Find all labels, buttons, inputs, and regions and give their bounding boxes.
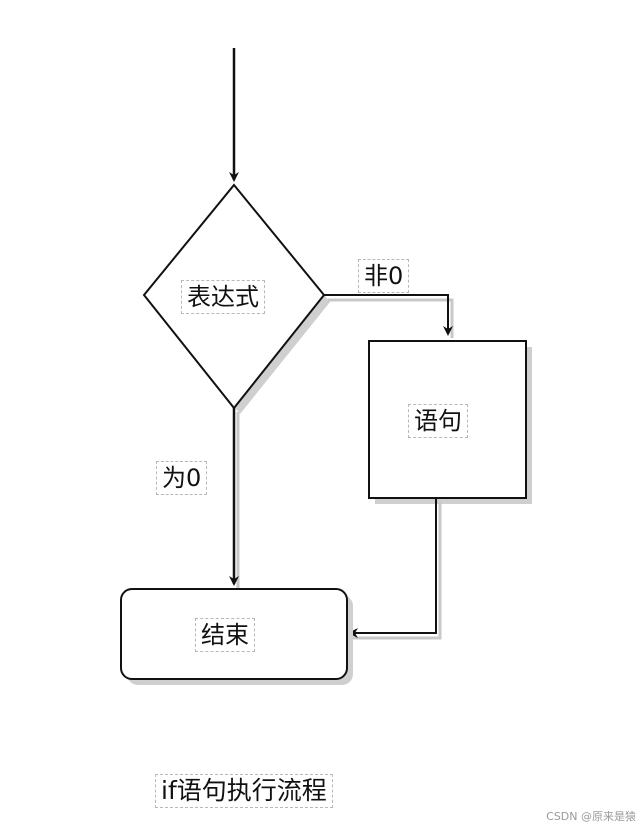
diagram-title: if语句执行流程	[155, 774, 333, 808]
zero-edge-label: 为0	[156, 461, 208, 495]
condition-label: 表达式	[181, 280, 265, 314]
end-box	[120, 588, 348, 680]
statement-to-end-arrow	[348, 498, 437, 638]
end-label: 结束	[195, 618, 255, 652]
statement-label: 语句	[408, 404, 468, 438]
nonzero-branch-shadow	[328, 298, 454, 338]
statement-to-end-shadow	[352, 502, 442, 640]
statement-box	[368, 340, 527, 499]
watermark: CSDN @原来是猿	[546, 810, 636, 823]
nonzero-edge-label: 非0	[358, 259, 410, 293]
nonzero-branch-arrow	[324, 294, 453, 336]
